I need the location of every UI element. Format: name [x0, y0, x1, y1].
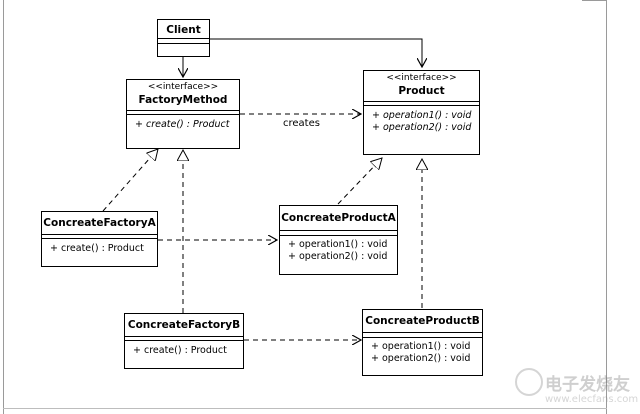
concreateproducta-class-box: ConcreateProductA + operation1() : void …	[279, 205, 398, 275]
watermark-url: www.elecfans.com	[545, 394, 639, 405]
concreatefactorya-class-box: ConcreateFactoryA + create() : Product	[41, 211, 158, 267]
factorymethod-separator	[127, 110, 239, 111]
concreateproductb-class-box: ConcreateProductB + operation1() : void …	[362, 309, 483, 376]
concreatefactorya-operation: + create() : Product	[50, 243, 144, 254]
concreatefactorya-separator	[42, 234, 157, 235]
concreatefactoryb-separator-2	[125, 340, 243, 341]
factorymethod-separator-2	[127, 114, 239, 115]
concreateproducta-title: ConcreateProductA	[281, 212, 396, 224]
producta-realizes-product	[337, 158, 382, 205]
concreateproductb-separator	[363, 332, 482, 333]
product-separator-2	[364, 105, 479, 106]
client-to-product-association	[209, 38, 422, 67]
product-stereotype: <<interface>>	[386, 73, 457, 83]
concreateproductb-operation-2: + operation2() : void	[371, 353, 471, 364]
factorya-realizes-factorymethod	[102, 149, 158, 212]
factorymethod-interface-box: <<interface>> FactoryMethod + create() :…	[126, 79, 240, 149]
client-separator-2	[158, 43, 209, 44]
factorymethod-stereotype: <<interface>>	[147, 82, 219, 92]
factorymethod-operation: + create() : Product	[135, 119, 230, 130]
concreatefactorya-title: ConcreateFactoryA	[43, 217, 156, 229]
concreateproducta-operation-1: + operation1() : void	[288, 239, 388, 250]
concreateproductb-operation-1: + operation1() : void	[371, 341, 471, 352]
concreatefactoryb-class-box: ConcreateFactoryB + create() : Product	[124, 313, 244, 369]
concreateproductb-separator-2	[363, 337, 482, 338]
frame-top-border	[582, 0, 607, 1]
frame-right-border	[606, 0, 607, 414]
frame-left-border	[3, 0, 4, 414]
concreatefactoryb-title: ConcreateFactoryB	[127, 319, 241, 331]
concreatefactorya-separator-2	[42, 238, 157, 239]
watermark: 电子发烧友 www.elecfans.com	[515, 364, 638, 410]
factorymethod-title: FactoryMethod	[138, 94, 228, 106]
product-title: Product	[398, 85, 445, 97]
concreateproductb-title: ConcreateProductB	[365, 315, 480, 327]
watermark-logo-icon	[515, 368, 543, 396]
concreateproducta-operation-2: + operation2() : void	[288, 251, 388, 262]
client-class-box: Client	[157, 19, 210, 57]
product-operation-2: + operation2() : void	[372, 122, 472, 133]
concreateproducta-separator-2	[280, 235, 397, 236]
concreatefactoryb-separator	[125, 336, 243, 337]
concreateproducta-separator	[280, 230, 397, 231]
watermark-text: 电子发烧友	[545, 375, 630, 395]
product-operation-1: + operation1() : void	[372, 110, 472, 121]
product-interface-box: <<interface>> Product + operation1() : v…	[363, 70, 480, 155]
client-title: Client	[166, 24, 201, 36]
product-separator	[364, 101, 479, 102]
concreatefactoryb-operation: + create() : Product	[133, 345, 227, 356]
client-separator	[158, 38, 209, 39]
creates-label: creates	[283, 118, 320, 129]
frame-bottom-border	[3, 408, 607, 409]
